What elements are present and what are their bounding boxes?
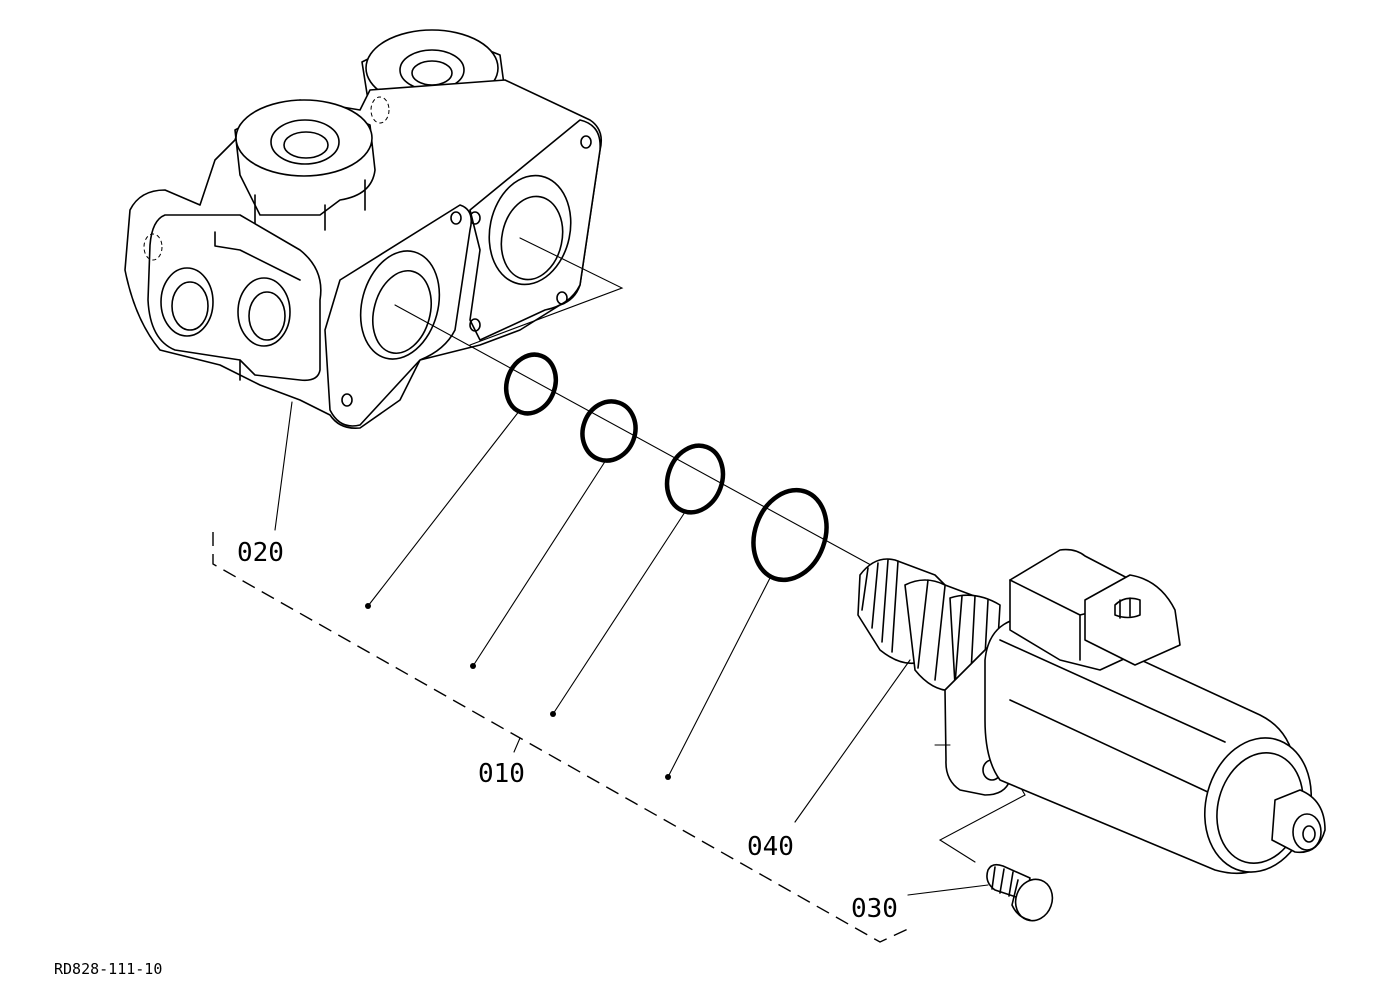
drawing-reference: RD828-111-10	[54, 960, 162, 978]
assembly-group-outline	[212, 532, 911, 943]
solenoid-valve-040[interactable]	[857, 548, 1326, 885]
o-ring-set-010[interactable]	[498, 348, 838, 591]
axis-bracket	[469, 237, 624, 346]
assembly-axis	[394, 304, 881, 571]
valve-body-020[interactable]	[124, 29, 603, 430]
label-040: 040	[747, 832, 794, 862]
label-020: 020	[237, 538, 284, 568]
o-ring-1[interactable]	[498, 348, 564, 421]
label-010: 010	[478, 759, 525, 789]
o-ring-2[interactable]	[574, 394, 643, 468]
o-ring-3[interactable]	[658, 438, 732, 520]
bolt-030[interactable]	[986, 863, 1058, 926]
leader-lines	[274, 401, 989, 896]
o-ring-4[interactable]	[741, 480, 838, 590]
label-030: 030	[851, 894, 898, 924]
